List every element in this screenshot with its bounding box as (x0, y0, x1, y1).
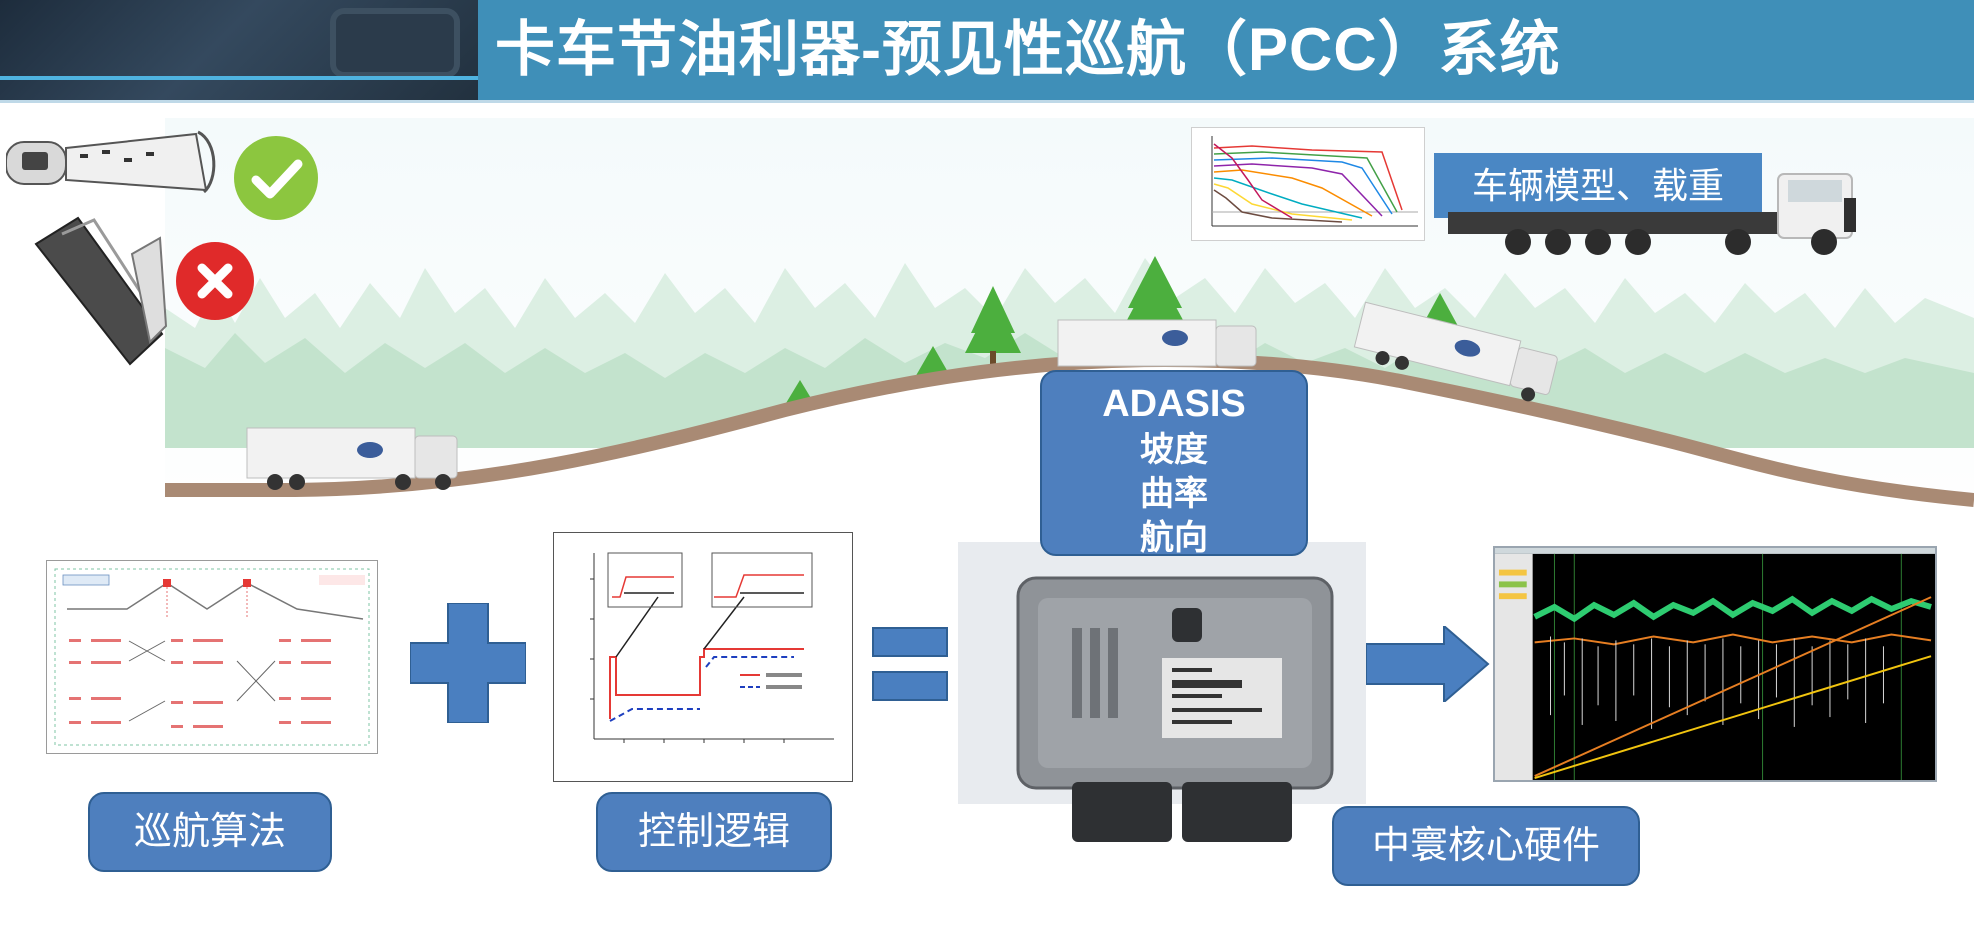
vehicle-model-label: 车辆模型、载重 (1434, 153, 1762, 218)
truck-right (1353, 301, 1558, 402)
ambient-light-strip (0, 76, 478, 80)
air-vent (330, 8, 460, 78)
check-icon (234, 136, 318, 220)
plus-operator-icon (410, 603, 526, 723)
arrow-right-icon (1366, 626, 1490, 702)
adasis-title: ADASIS (1102, 383, 1246, 425)
truck-top-right (1448, 173, 1856, 255)
adasis-box: ADASIS 坡度 曲率 航向 (1040, 370, 1308, 558)
truck-left (246, 427, 458, 490)
cruise-algorithm-diagram (46, 560, 378, 754)
equals-operator-icon (872, 626, 948, 702)
page-title: 卡车节油利器-预见性巡航（PCC）系统 (495, 16, 1561, 83)
adasis-curvature: 曲率 (1140, 474, 1208, 514)
control-logic-chart (553, 532, 853, 782)
header-banner: 卡车节油利器-预见性巡航（PCC）系统 (0, 0, 1974, 100)
core-hardware-label: 中寰核心硬件 (1332, 806, 1640, 886)
data-analysis-screenshot (1493, 546, 1937, 782)
control-logic-label: 控制逻辑 (596, 792, 832, 872)
adasis-slope: 坡度 (1140, 430, 1208, 470)
cruise-algorithm-label: 巡航算法 (88, 792, 332, 872)
cruise-lever-icon (6, 130, 216, 194)
cross-icon (176, 242, 254, 320)
truck-middle (1057, 319, 1257, 367)
vehicle-model-curve-chart (1191, 127, 1425, 241)
adasis-heading: 航向 (1140, 518, 1208, 558)
cab-interior-photo (0, 0, 478, 100)
ecu-hardware (1016, 576, 1334, 842)
header-divider (0, 100, 1974, 103)
accelerator-pedal-icon (34, 216, 168, 366)
